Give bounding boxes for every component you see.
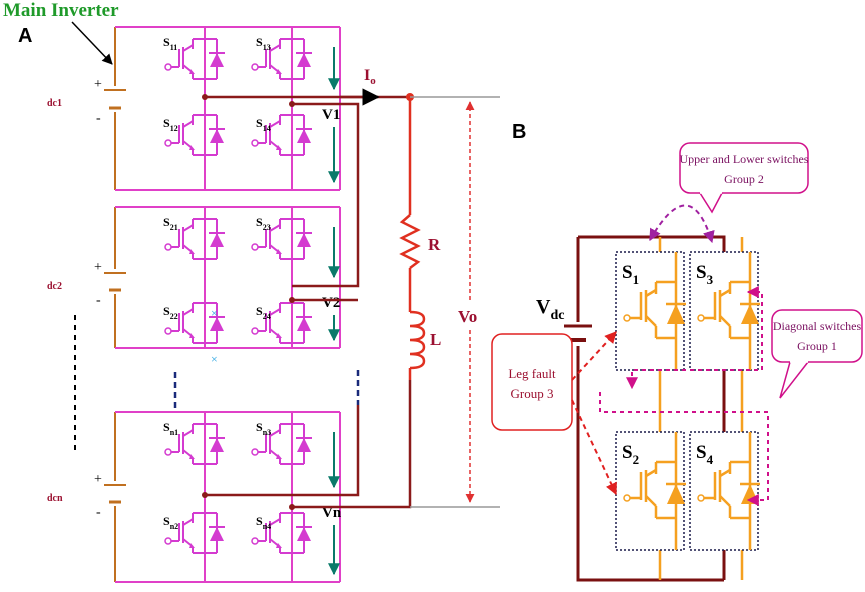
switch-label: S22 <box>163 304 178 321</box>
callout-group2-line1: Upper and Lower switches <box>680 152 809 166</box>
switch-label: S21 <box>163 215 178 232</box>
node-dot <box>202 94 208 100</box>
switch-label: S1 <box>622 262 639 287</box>
igbt-switch <box>251 512 312 554</box>
switch-label: Sn3 <box>256 420 271 437</box>
switch-box: S2 <box>615 431 686 551</box>
node-dot <box>289 504 295 510</box>
dc-rail <box>576 237 724 582</box>
minus-sign: - <box>96 111 101 126</box>
switch-label: S14 <box>256 116 271 133</box>
plus-sign: + <box>94 260 102 275</box>
callout-group1-line1: Diagonal switches <box>773 319 862 333</box>
callout-group1: Diagonal switches Group 1 <box>771 309 863 399</box>
switch-label: Sn4 <box>256 514 271 531</box>
igbt-switch <box>251 114 312 156</box>
switch-label: Sn2 <box>163 514 178 531</box>
resistor-label: R <box>428 235 441 254</box>
switch-box: S3 <box>689 251 760 371</box>
node-dot <box>289 297 295 303</box>
switch-label: S23 <box>256 215 271 232</box>
igbt-switch <box>164 114 225 156</box>
switch-label: S11 <box>163 35 177 52</box>
igbt-switch <box>164 423 225 465</box>
current-label: Io <box>364 67 376 87</box>
main-inverter-label: Main Inverter <box>3 0 119 21</box>
igbt-switch <box>251 302 312 344</box>
callout-group2-line2: Group 2 <box>724 172 764 186</box>
panel-b-label: B <box>512 121 526 143</box>
plus-sign: + <box>94 472 102 487</box>
vdc-label: Vdc <box>536 296 564 323</box>
inductor-label: L <box>430 330 441 349</box>
switch-box: S4 <box>689 431 760 551</box>
switch-box: S1 <box>615 251 686 371</box>
cell-voltage-label: Vn <box>322 505 342 521</box>
resistor-symbol <box>399 214 421 269</box>
igbt-switch <box>164 302 225 344</box>
fault-mark: × <box>211 306 218 320</box>
node-dot <box>289 101 295 107</box>
callout-group3-line1: Leg fault <box>508 366 556 381</box>
switch-label: S3 <box>696 262 714 287</box>
igbt-switch <box>251 38 312 80</box>
switch-label: S12 <box>163 116 178 133</box>
output-voltage-label: Vo <box>458 307 477 326</box>
callout-group2: Upper and Lower switches Group 2 <box>679 142 809 214</box>
switch-label: Sn1 <box>163 420 178 437</box>
igbt-switch <box>251 218 312 260</box>
igbt-switch <box>164 218 225 260</box>
fault-mark: × <box>211 352 218 366</box>
group3-arrows <box>571 331 617 496</box>
source-label: dcn <box>47 493 63 504</box>
callout-group1-line2: Group 1 <box>797 339 837 353</box>
output-wiring <box>205 95 412 509</box>
source-label: dc1 <box>47 98 62 109</box>
igbt-switch <box>164 38 225 80</box>
callout-group3-line2: Group 3 <box>511 386 554 401</box>
switch-label: S2 <box>622 442 639 467</box>
cell-voltage-label: V1 <box>322 107 340 123</box>
plus-sign: + <box>94 77 102 92</box>
group1-arrows <box>599 286 769 506</box>
minus-sign: - <box>96 505 101 520</box>
igbt-switch <box>251 423 312 465</box>
group2-arrow <box>649 204 715 244</box>
switch-label: S24 <box>256 304 271 321</box>
cell-voltage-label: V2 <box>322 295 340 311</box>
callout-group3: Leg fault Group 3 <box>491 333 573 431</box>
inductor-symbol <box>409 310 426 370</box>
source-label: dc2 <box>47 281 62 292</box>
node-dot <box>202 492 208 498</box>
panel-a-label: A <box>18 25 32 47</box>
minus-sign: - <box>96 293 101 308</box>
switch-label: S13 <box>256 35 271 52</box>
main-inverter-pointer <box>71 21 113 65</box>
output-voltage <box>410 96 500 508</box>
igbt-switch <box>164 512 225 554</box>
switch-label: S4 <box>696 442 714 467</box>
load <box>399 97 426 380</box>
